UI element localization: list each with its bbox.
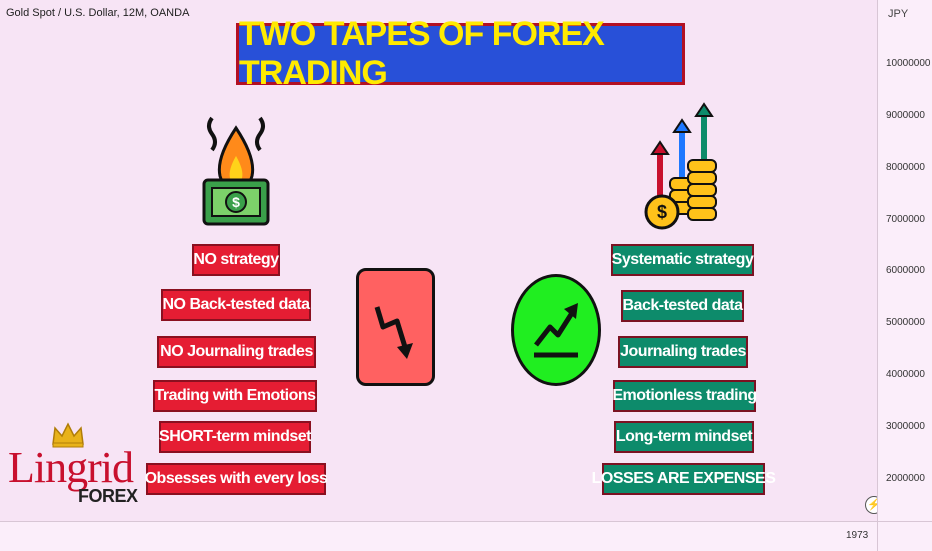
logo-name: Lingrid [8, 443, 134, 492]
right-item-0: Systematic strategy [611, 244, 754, 276]
headline-banner: TWO TAPES OF FOREX TRADING [236, 15, 685, 92]
price-tick: 7000000 [886, 214, 925, 225]
logo-sub: FOREX [78, 486, 138, 506]
burning-money-icon: $ [202, 116, 270, 226]
price-unit: JPY [888, 8, 909, 20]
time-axis-label: 1973 [846, 530, 869, 541]
growing-coins-icon: $ [644, 102, 717, 230]
svg-text:$: $ [232, 194, 240, 210]
svg-text:$: $ [657, 202, 667, 222]
lingrid-logo: Lingrid FOREX [8, 420, 138, 510]
right-item-3: Emotionless trading [612, 380, 757, 412]
price-scale[interactable]: JPY 10000000 9000000 8000000 7000000 600… [877, 0, 932, 521]
price-tick: 2000000 [886, 473, 925, 484]
price-tick: 6000000 [886, 265, 925, 276]
left-item-5: Obsesses with every loss [145, 463, 328, 495]
chart-area[interactable]: Gold Spot / U.S. Dollar, 12M, OANDA TWO … [0, 0, 883, 521]
trend-down-tile [356, 268, 435, 386]
trend-down-icon [374, 306, 413, 359]
left-item-3: Trading with Emotions [153, 380, 317, 412]
trend-up-icon [534, 303, 578, 358]
time-axis[interactable]: 1973 [0, 521, 877, 551]
right-item-2: Journaling trades [618, 336, 748, 368]
price-tick: 8000000 [886, 162, 925, 173]
left-item-2: NO Journaling trades [157, 336, 316, 368]
axis-corner [877, 521, 932, 551]
price-tick: 4000000 [886, 369, 925, 380]
left-item-0: NO strategy [192, 244, 280, 276]
left-item-4: SHORT-term mindset [159, 421, 311, 453]
price-tick: 9000000 [886, 110, 925, 121]
price-tick: 5000000 [886, 317, 925, 328]
right-item-1: Back-tested data [621, 290, 744, 322]
right-item-4: Long-term mindset [614, 421, 754, 453]
price-tick: 10000000 [886, 58, 931, 69]
headline-text: TWO TAPES OF FOREX TRADING [239, 15, 605, 92]
right-item-5: LOSSES ARE EXPENSES [592, 463, 776, 495]
symbol-title: Gold Spot / U.S. Dollar, 12M, OANDA [6, 7, 190, 19]
price-tick: 3000000 [886, 421, 925, 432]
left-item-1: NO Back-tested data [161, 289, 311, 321]
crown-icon [52, 422, 84, 448]
trend-up-circle [511, 274, 601, 386]
